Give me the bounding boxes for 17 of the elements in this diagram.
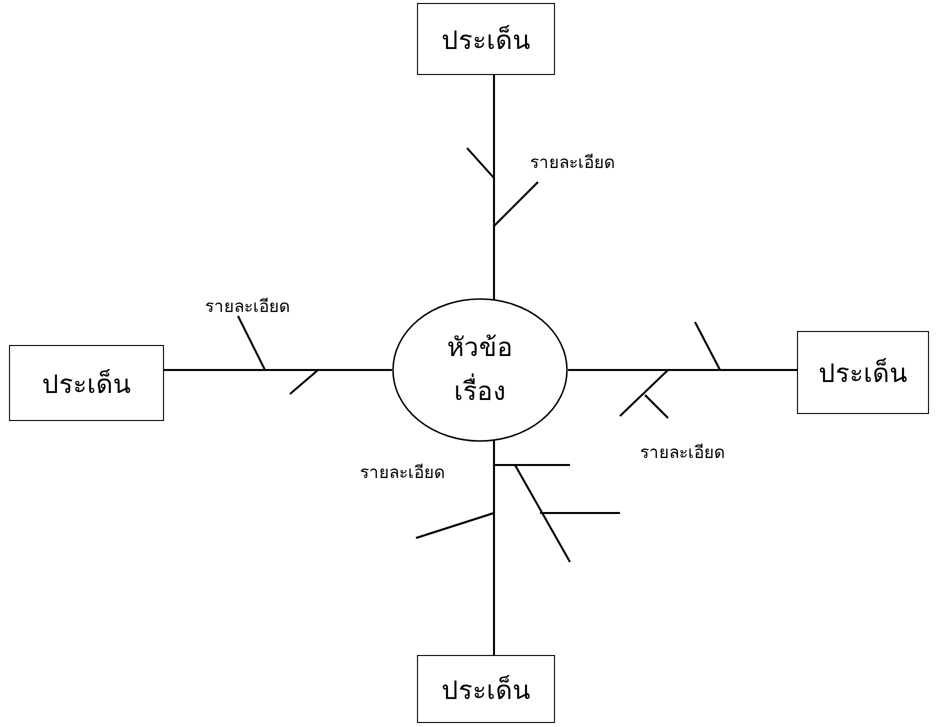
detail-label: รายละเอียด [360,462,445,484]
issue-box [417,3,555,75]
detail-label: รายละเอียด [640,442,725,464]
issue-box [797,331,929,414]
issue-text: ประเด็น [442,674,530,706]
detail-label: รายละเอียด [530,152,615,174]
connector-line [493,75,495,300]
issue-text: ประเด็น [818,357,908,390]
issue-text: ประเด็น [42,368,131,400]
connector-line [568,369,797,371]
topic-text: หัวข้อเรื่อง [446,332,514,408]
issue-box [417,655,555,723]
issue-box [9,345,164,421]
detail-label: รายละเอียด [205,296,290,318]
connector-line [493,440,495,655]
issue-text: ประเด็น [442,24,530,56]
connector-line [164,369,392,371]
